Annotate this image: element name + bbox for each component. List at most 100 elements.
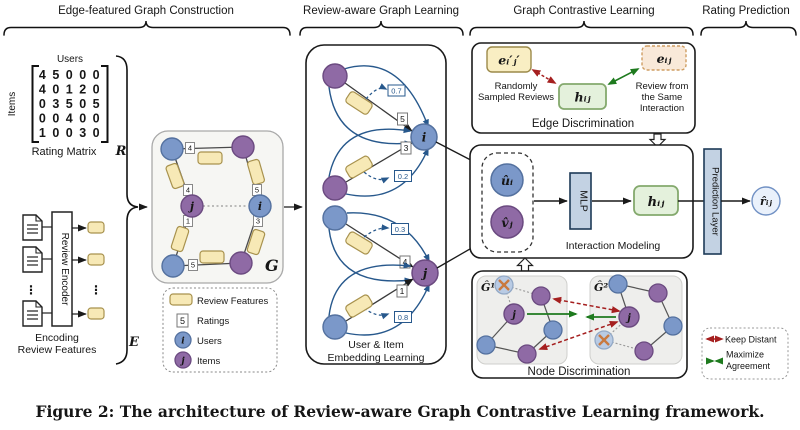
rating-value: 1	[400, 286, 405, 296]
user-node	[322, 314, 348, 340]
review-encoder-label: Review Encoder	[59, 233, 70, 306]
rating-badge	[396, 284, 408, 298]
view-1-nodes: j	[476, 275, 563, 364]
legend-review-features: Review Features	[197, 296, 269, 307]
legend-box	[162, 287, 278, 373]
prediction-layer-label: Prediction Layer	[710, 167, 721, 236]
review-feature-chip	[87, 307, 105, 320]
rating-value: 4	[186, 186, 190, 195]
encoder-caption-line2: Review Features	[18, 344, 97, 356]
mask-cross-icon	[598, 334, 610, 346]
user-node	[608, 274, 628, 294]
figure-caption: Figure 2: The architecture of Review-awa…	[35, 402, 764, 421]
node-discrimination: Ĝ¹ Ĝ² j	[471, 270, 688, 379]
user-node-label: i	[258, 200, 262, 213]
mask-cross-icon	[498, 279, 510, 291]
rating-matrix: Users Items 4 5 0 0 0 4 0 1 2 0 0 3 5 0 …	[7, 54, 127, 159]
embedding-caption-line1: User & Item	[348, 339, 404, 351]
document-icon	[22, 246, 43, 273]
edge-discrimination-title: Edge Discrimination	[532, 118, 634, 130]
anchor-node-label: j	[625, 313, 631, 324]
rating-value: 4	[188, 144, 192, 153]
legend-maximize-line1: Maximize	[726, 350, 764, 360]
attention-weight-badge	[391, 223, 409, 235]
legend-maximize-line2: Agreement	[726, 361, 771, 371]
view-2-nodes: j	[594, 274, 683, 361]
positive-review-box	[641, 45, 687, 71]
item-node	[517, 344, 537, 364]
matrix-caption: Rating Matrix	[32, 146, 97, 158]
vertical-ellipsis: ⋮	[90, 283, 102, 297]
review-feature-chip	[87, 253, 105, 266]
keep-distant-arrow	[531, 69, 557, 84]
edge-rating-badges: 4 4 5 1 3 5	[183, 142, 263, 271]
graph-view-1-label: Ĝ¹	[481, 280, 495, 294]
section-title-learning: Review-aware Graph Learning	[303, 5, 459, 17]
gather-brace	[115, 55, 139, 365]
item-node-label: j	[421, 267, 428, 281]
graph-view-2-label: Ĝ²	[594, 280, 608, 294]
graph-symbol: G	[265, 256, 279, 275]
embedding-box	[305, 44, 447, 365]
brace-learning	[299, 20, 464, 36]
attention-weight: 0.3	[395, 225, 405, 234]
user-node-label: i	[422, 131, 427, 145]
matrix-symbol: R	[115, 144, 127, 159]
interaction-output-label: hᵢⱼ	[648, 195, 666, 210]
rating-value: 3	[256, 217, 260, 226]
user-node	[476, 335, 496, 355]
legend-users: Users	[197, 336, 222, 347]
user-node-i	[410, 123, 438, 151]
connection-4: 1 0.8	[322, 262, 430, 340]
user-node	[174, 331, 192, 349]
anchor-node-j	[618, 306, 640, 328]
review-feature-chip	[345, 231, 373, 255]
user-node-i	[248, 194, 272, 218]
user-node	[322, 205, 348, 231]
rating-value: 5	[255, 186, 259, 195]
user-node	[543, 320, 563, 340]
brace-construction	[3, 20, 291, 36]
rating-value: 4	[403, 257, 408, 267]
rating-value: 5	[191, 261, 195, 270]
legend-items: Items	[197, 356, 220, 367]
connection-3: 4 0.3	[322, 205, 430, 284]
negative-review-box	[486, 46, 532, 73]
document-icon	[22, 214, 43, 241]
section-title-contrastive: Graph Contrastive Learning	[513, 5, 654, 17]
review-feature-chip	[345, 155, 373, 179]
item-node	[231, 135, 255, 159]
anchor-node-label: j	[510, 310, 516, 321]
matrix-row: 0 0 4 0 0	[39, 112, 101, 126]
matrix-row: 4 0 1 2 0	[39, 83, 101, 97]
user-embedding-label: ûᵢ	[501, 173, 513, 188]
attention-weight: 0.8	[398, 313, 408, 322]
attention-weight: 0.7	[391, 87, 401, 96]
item-node	[648, 283, 668, 303]
user-node	[663, 316, 683, 336]
document-icon	[22, 300, 43, 327]
hollow-up-arrow-icon	[516, 257, 534, 272]
item-node	[174, 351, 192, 369]
review-encoder-box	[51, 211, 73, 327]
attention-weight-badge	[394, 170, 412, 182]
node-discrimination-title: Node Discrimination	[528, 366, 631, 378]
mlp-label: MLP	[578, 190, 590, 212]
section-title-prediction: Rating Prediction	[702, 5, 790, 17]
rating-value: 3	[404, 143, 409, 153]
item-node	[322, 175, 348, 201]
matrix-row: 0 3 5 0 5	[39, 97, 101, 111]
positive-caption-line2: the Same	[642, 92, 683, 103]
rating-badge	[400, 141, 412, 155]
matrix-bracket-left	[31, 65, 39, 143]
user-node	[160, 137, 184, 161]
edge-featured-graph: 4 4 5 1 3 5 j i G	[151, 130, 284, 284]
predicted-rating-label: r̂ᵢⱼ	[760, 195, 772, 208]
embedding-caption-line2: Embedding Learning	[328, 352, 425, 364]
rating-value: 1	[186, 217, 190, 226]
attention-weight-badge	[394, 311, 412, 323]
embedding-matrix-symbol: E	[128, 335, 140, 350]
negative-review-label: eᵢ′ⱼ′	[498, 53, 520, 68]
mlp-box	[569, 172, 592, 230]
